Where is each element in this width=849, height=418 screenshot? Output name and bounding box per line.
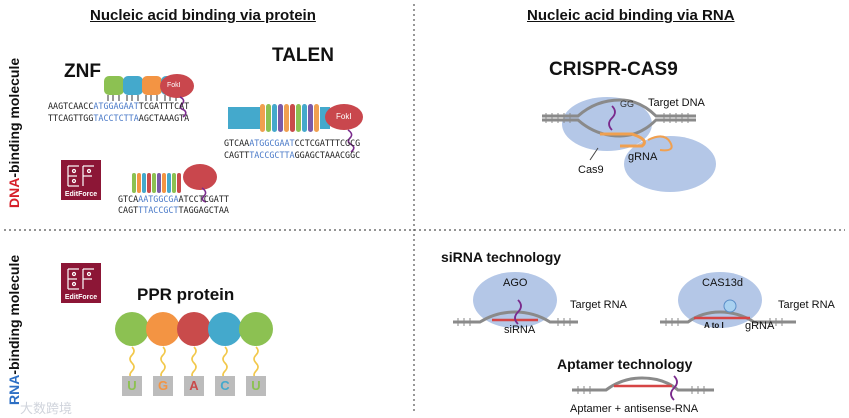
editforce-emblem-icon (67, 165, 94, 187)
ppr-motif (115, 312, 149, 346)
editforce-logo-text: EditForce (64, 191, 98, 198)
editforce-logo-text: EditForce (64, 294, 98, 301)
side-label-dna: DNA-binding molecule (6, 57, 22, 208)
editforce-dna-diagram (132, 164, 217, 203)
znf-seq-bottom: TTCAGTTGGTACCTCTTAAGCTAAAGTA (48, 113, 190, 123)
talen-seq-bottom: CAGTTTACCGCTTAGGAGCTAAACGGC (224, 150, 361, 160)
editforce-logo-dna: EditForce (61, 160, 101, 200)
cas13d-diagram (660, 272, 796, 328)
talen-seq-top: GTCAAATGGCGAATCCTCGATTTCGCG (224, 138, 361, 148)
ppr-motif (177, 312, 211, 346)
ppr-motif (208, 312, 242, 346)
cas13d-target-label: Target RNA (778, 299, 835, 311)
znf-diagram (104, 74, 194, 118)
ago-label: AGO (503, 277, 528, 289)
cas13d-label: CAS13d (702, 277, 743, 289)
crispr-diagram (542, 97, 716, 192)
crispr-target-label: Target DNA (648, 97, 705, 109)
ppr-title: PPR protein (137, 285, 235, 304)
talen-diagram (228, 104, 363, 153)
znf-foki-domain (160, 74, 194, 98)
crispr-grna-label: gRNA (628, 151, 658, 163)
side-label-rna: RNA-binding molecule (6, 254, 22, 405)
sirna-label: siRNA (504, 324, 536, 336)
znf-seq-top: AAGTCAACCATGGAGAATTCGATTTCAT (48, 101, 190, 111)
talen-title: TALEN (272, 45, 334, 66)
talen-foki-label: FokI (336, 112, 352, 121)
nucleotide-box: U (246, 376, 266, 396)
crispr-title: CRISPR-CAS9 (549, 59, 678, 80)
sirna-target-label: Target RNA (570, 299, 627, 311)
watermark: 大数跨境 (20, 402, 73, 417)
ppr-motif (239, 312, 273, 346)
aptamer-caption: Aptamer + antisense-RNA (570, 403, 699, 415)
znf-title: ZNF (64, 61, 101, 82)
nucleotide-box: G (153, 376, 173, 396)
crispr-gg-label: GG (620, 99, 635, 109)
editforce-logo-rna: EditForce (61, 263, 101, 303)
cas13d-grna-label: gRNA (745, 320, 775, 332)
nucleotide-box: A (184, 376, 204, 396)
znf-foki-label: FokI (167, 82, 181, 89)
atoi-label: A to I (704, 321, 724, 330)
editforce-seq-top: GTCAAATGGCGAATCCTCGATT (118, 194, 229, 204)
editforce-emblem-icon (67, 268, 94, 290)
header-protein-binding: Nucleic acid binding via protein (90, 7, 316, 24)
aptamer-title: Aptamer technology (557, 356, 693, 372)
talen-foki-domain (325, 104, 363, 130)
header-rna-binding: Nucleic acid binding via RNA (527, 7, 735, 24)
aptamer-diagram (572, 375, 714, 401)
nucleotide-box: C (215, 376, 235, 396)
sirna-title: siRNA technology (441, 249, 562, 265)
ago-diagram (453, 272, 578, 328)
crispr-cas9-label: Cas9 (578, 164, 604, 176)
nucleotide-box: U (122, 376, 142, 396)
editforce-seq-bottom: CAGTTTACCGCTTAGGAGCTAA (118, 205, 229, 215)
ppr-motif (146, 312, 180, 346)
ppr-protein-diagram (115, 312, 273, 380)
